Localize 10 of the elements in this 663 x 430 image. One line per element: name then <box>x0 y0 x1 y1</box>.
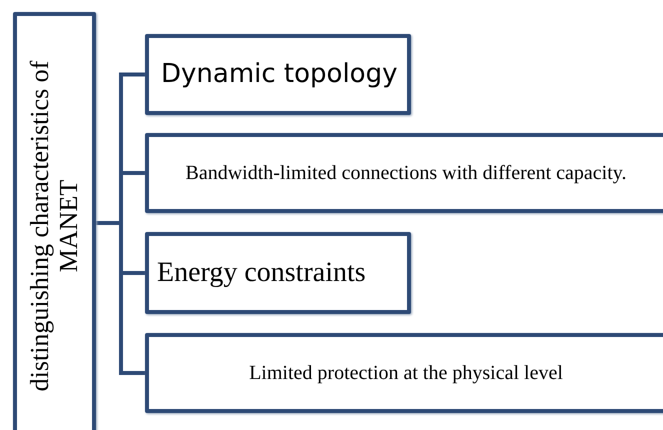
node-label: Energy constraints <box>157 258 366 288</box>
node-label: Limited protection at the physical level <box>249 362 563 384</box>
text-box <box>145 34 411 115</box>
text-box <box>145 232 411 314</box>
node-label: Dynamic topology <box>161 60 398 89</box>
text-box <box>145 333 663 413</box>
node-label: distinguishing characteristics of MANET <box>24 60 84 394</box>
text-box <box>13 12 96 430</box>
text-box <box>145 133 663 213</box>
node-label: Bandwidth-limited connections with different capacity. <box>186 162 626 184</box>
